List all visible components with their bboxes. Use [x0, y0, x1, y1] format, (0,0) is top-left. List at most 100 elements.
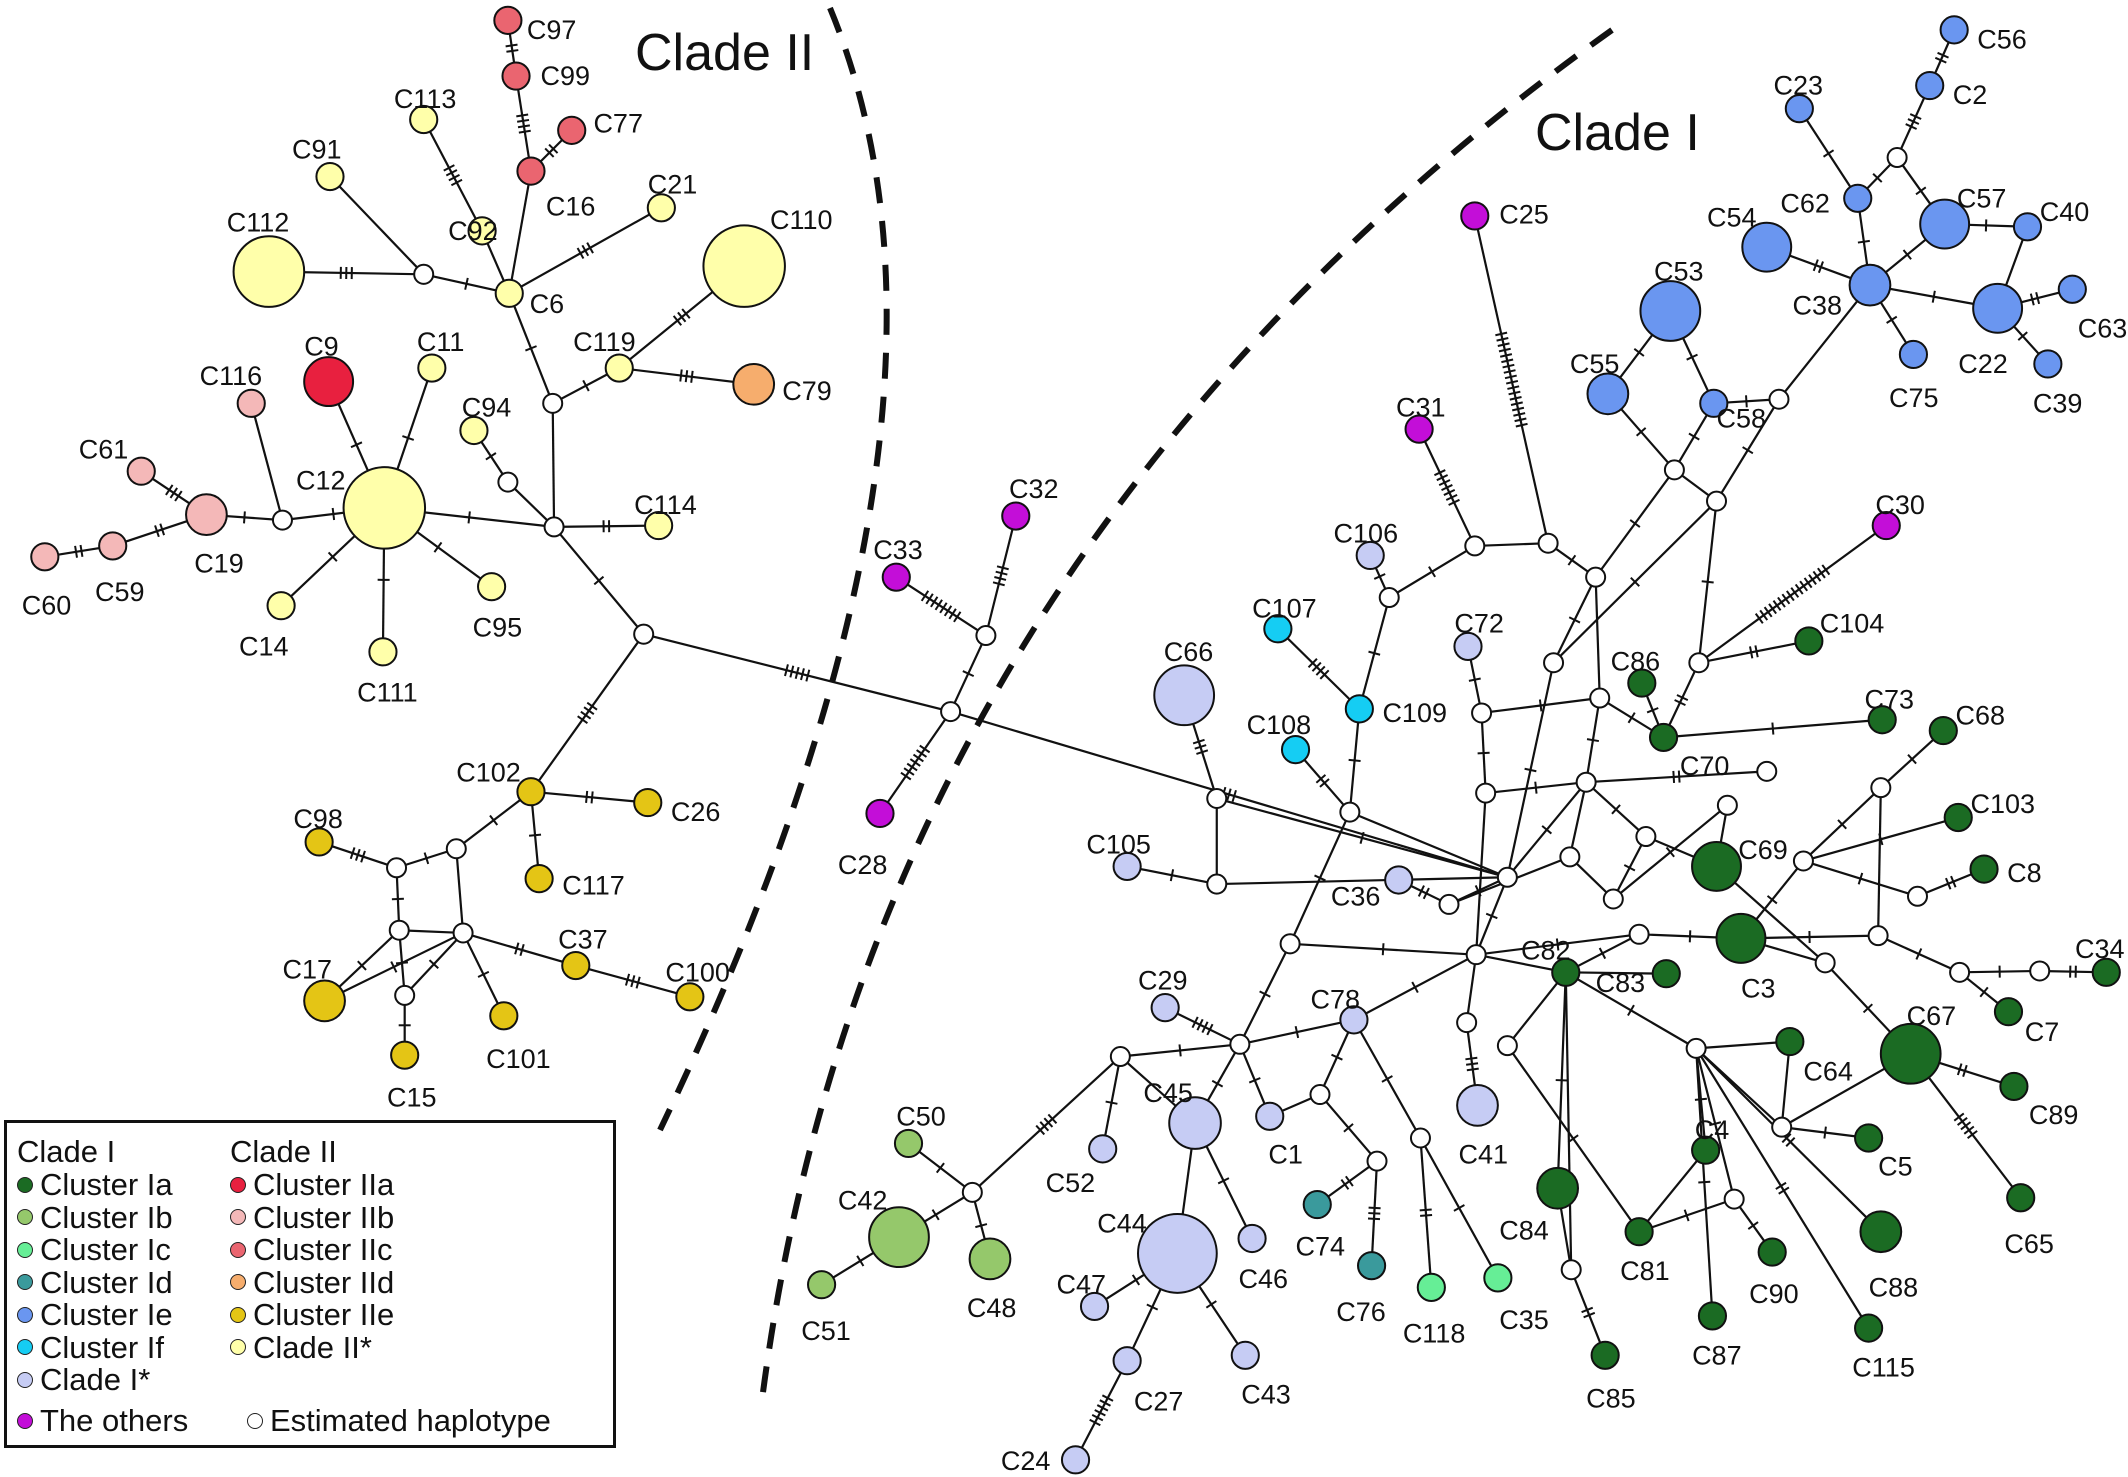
haplotype-label-C6: C6 — [530, 289, 565, 319]
edge-C102-C26 — [530, 790, 648, 804]
clade-II-title: Clade II — [635, 24, 814, 82]
estimated-haplotype-node — [1685, 1037, 1707, 1059]
haplotype-node-C110 — [702, 224, 786, 308]
estimated-haplotype-node — [1438, 893, 1460, 915]
haplotype-node-C106 — [1355, 540, 1385, 571]
edge-e_m-C28 — [879, 710, 952, 815]
haplotype-label-C63: C63 — [2078, 314, 2128, 344]
edge-e_q28-C85 — [1570, 1269, 1607, 1356]
estimated-haplotype-node — [1475, 782, 1497, 804]
legend-item-Ie: Cluster Ie — [17, 1298, 173, 1332]
swatch-icon — [17, 1209, 33, 1226]
haplotype-node-C118 — [1416, 1272, 1446, 1302]
haplotype-label-C103: C103 — [1970, 789, 2035, 819]
haplotype-label-C113: C113 — [394, 84, 457, 114]
legend-item-IId: Cluster IId — [230, 1266, 394, 1300]
haplotype-label-C98: C98 — [293, 804, 343, 834]
edge-e_q18-e_q20 — [1877, 934, 1961, 974]
haplotype-node-C27 — [1112, 1346, 1142, 1376]
estimated-haplotype-node — [1496, 866, 1518, 888]
haplotype-node-C113 — [409, 104, 439, 135]
haplotype-label-C23: C23 — [1774, 71, 1824, 101]
haplotype-label-C9: C9 — [304, 331, 339, 361]
haplotype-node-C37 — [561, 950, 591, 981]
haplotype-node-C100 — [675, 982, 705, 1012]
haplotype-node-C28 — [865, 798, 895, 829]
haplotype-node-C75 — [1898, 339, 1929, 370]
haplotype-node-C70 — [1648, 722, 1679, 752]
haplotype-node-C24 — [1060, 1445, 1091, 1475]
edge-e_a-e_r — [553, 526, 645, 635]
haplotype-label-C75: C75 — [1889, 383, 1939, 413]
haplotype-label-C67: C67 — [1907, 1001, 1957, 1031]
haplotype-label-C3: C3 — [1741, 974, 1776, 1004]
haplotype-node-C85 — [1590, 1340, 1620, 1370]
haplotype-node-C99 — [501, 61, 531, 91]
legend-item-If: Cluster If — [17, 1331, 173, 1365]
haplotype-label-C33: C33 — [873, 535, 923, 565]
swatch-icon — [17, 1412, 33, 1429]
haplotype-node-C66 — [1153, 664, 1216, 727]
haplotype-label-C39: C39 — [2033, 388, 2083, 418]
haplotype-label-C69: C69 — [1738, 835, 1788, 865]
estimated-haplotype-node — [445, 838, 467, 860]
haplotype-label-C14: C14 — [239, 631, 289, 661]
legend-item-estimated: Estimated haplotype — [247, 1405, 551, 1437]
legend-item-IIe: Cluster IIe — [230, 1298, 394, 1332]
haplotype-label-C85: C85 — [1586, 1384, 1636, 1414]
haplotype-label-C53: C53 — [1654, 257, 1704, 287]
haplotype-node-C64 — [1775, 1027, 1805, 1057]
haplotype-label-C45: C45 — [1143, 1078, 1193, 1108]
haplotype-node-C16 — [516, 156, 546, 186]
legend-clade-I-column: Clade I Cluster Ia Cluster Ib Cluster Ic… — [17, 1135, 173, 1397]
edge-C119-C79 — [619, 366, 754, 386]
estimated-haplotype-node — [1471, 702, 1493, 724]
estimated-haplotype-node — [975, 625, 997, 647]
edge-e_t3-e_t4 — [1319, 1093, 1378, 1162]
edge-e_p1-e_p2 — [1474, 542, 1549, 548]
haplotype-node-C56 — [1939, 15, 1969, 45]
swatch-icon — [230, 1339, 246, 1356]
haplotype-node-C46 — [1237, 1223, 1267, 1254]
haplotype-node-C12 — [342, 466, 427, 550]
haplotype-node-C62 — [1843, 183, 1873, 213]
haplotype-node-C8 — [1969, 854, 1999, 884]
swatch-icon — [230, 1209, 246, 1226]
haplotype-label-C26: C26 — [671, 797, 721, 827]
haplotype-label-C30: C30 — [1875, 490, 1925, 520]
haplotype-label-C64: C64 — [1803, 1056, 1853, 1086]
haplotype-node-C77 — [557, 115, 587, 145]
haplotype-node-C31 — [1404, 414, 1434, 444]
haplotype-label-C11: C11 — [417, 327, 465, 357]
haplotype-label-C27: C27 — [1134, 1386, 1184, 1416]
haplotype-node-C42 — [868, 1206, 930, 1269]
estimated-haplotype-node — [1575, 771, 1597, 793]
haplotype-node-C89 — [1999, 1071, 2029, 1101]
haplotype-node-C67 — [1879, 1022, 1942, 1085]
edge-e_q5-e_q10 — [1568, 781, 1588, 858]
haplotype-node-C83 — [1651, 959, 1681, 989]
edge-C82-e_q22 — [1475, 953, 1566, 974]
estimated-haplotype-node — [1628, 923, 1650, 945]
haplotype-label-C118: C118 — [1403, 1319, 1466, 1349]
haplotype-label-C7: C7 — [2025, 1017, 2060, 1047]
estimated-haplotype-node — [940, 701, 962, 723]
edge-e_m-e_q11 — [950, 710, 1508, 879]
estimated-haplotype-node — [1602, 888, 1624, 910]
haplotype-node-C61 — [126, 456, 156, 486]
haplotype-label-C90: C90 — [1749, 1279, 1799, 1309]
edge-e_c94-e_a — [507, 481, 555, 528]
estimated-haplotype-node — [1560, 1259, 1582, 1281]
haplotype-label-C19: C19 — [194, 549, 244, 579]
swatch-icon — [17, 1371, 33, 1388]
haplotype-node-C1 — [1255, 1101, 1285, 1131]
legend-item-IIb: Cluster IIb — [230, 1201, 394, 1235]
legend-clade-II-header: Clade II — [230, 1134, 337, 1169]
swatch-icon — [17, 1241, 33, 1258]
edge-e_q25-C87 — [1695, 1048, 1714, 1316]
edge-C82-C84 — [1555, 972, 1568, 1189]
haplotype-node-C97 — [493, 5, 523, 35]
edge-C27-C24 — [1074, 1360, 1129, 1461]
swatch-icon — [17, 1306, 33, 1323]
haplotype-label-C59: C59 — [95, 577, 145, 607]
